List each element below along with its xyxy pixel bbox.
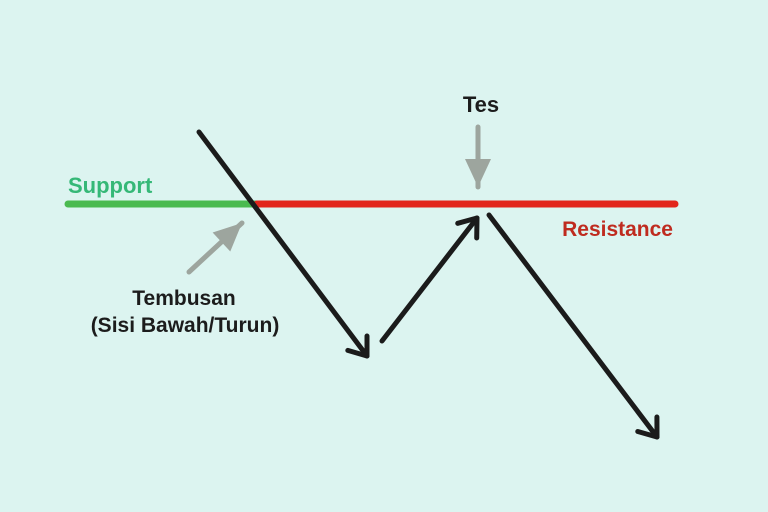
- tes-label: Tes: [463, 92, 499, 117]
- breakdown-arrow-icon: [196, 129, 370, 359]
- rejection-down-arrow-icon: [486, 212, 660, 440]
- tembusan-label-line1: Tembusan: [132, 287, 235, 310]
- resistance-label: Resistance: [562, 218, 673, 241]
- tembusan-pointer-arrow-icon: [186, 220, 245, 275]
- support-label: Support: [68, 173, 153, 198]
- retest-up-arrow-icon: [379, 215, 480, 344]
- tembusan-label-line2: (Sisi Bawah/Turun): [91, 314, 280, 337]
